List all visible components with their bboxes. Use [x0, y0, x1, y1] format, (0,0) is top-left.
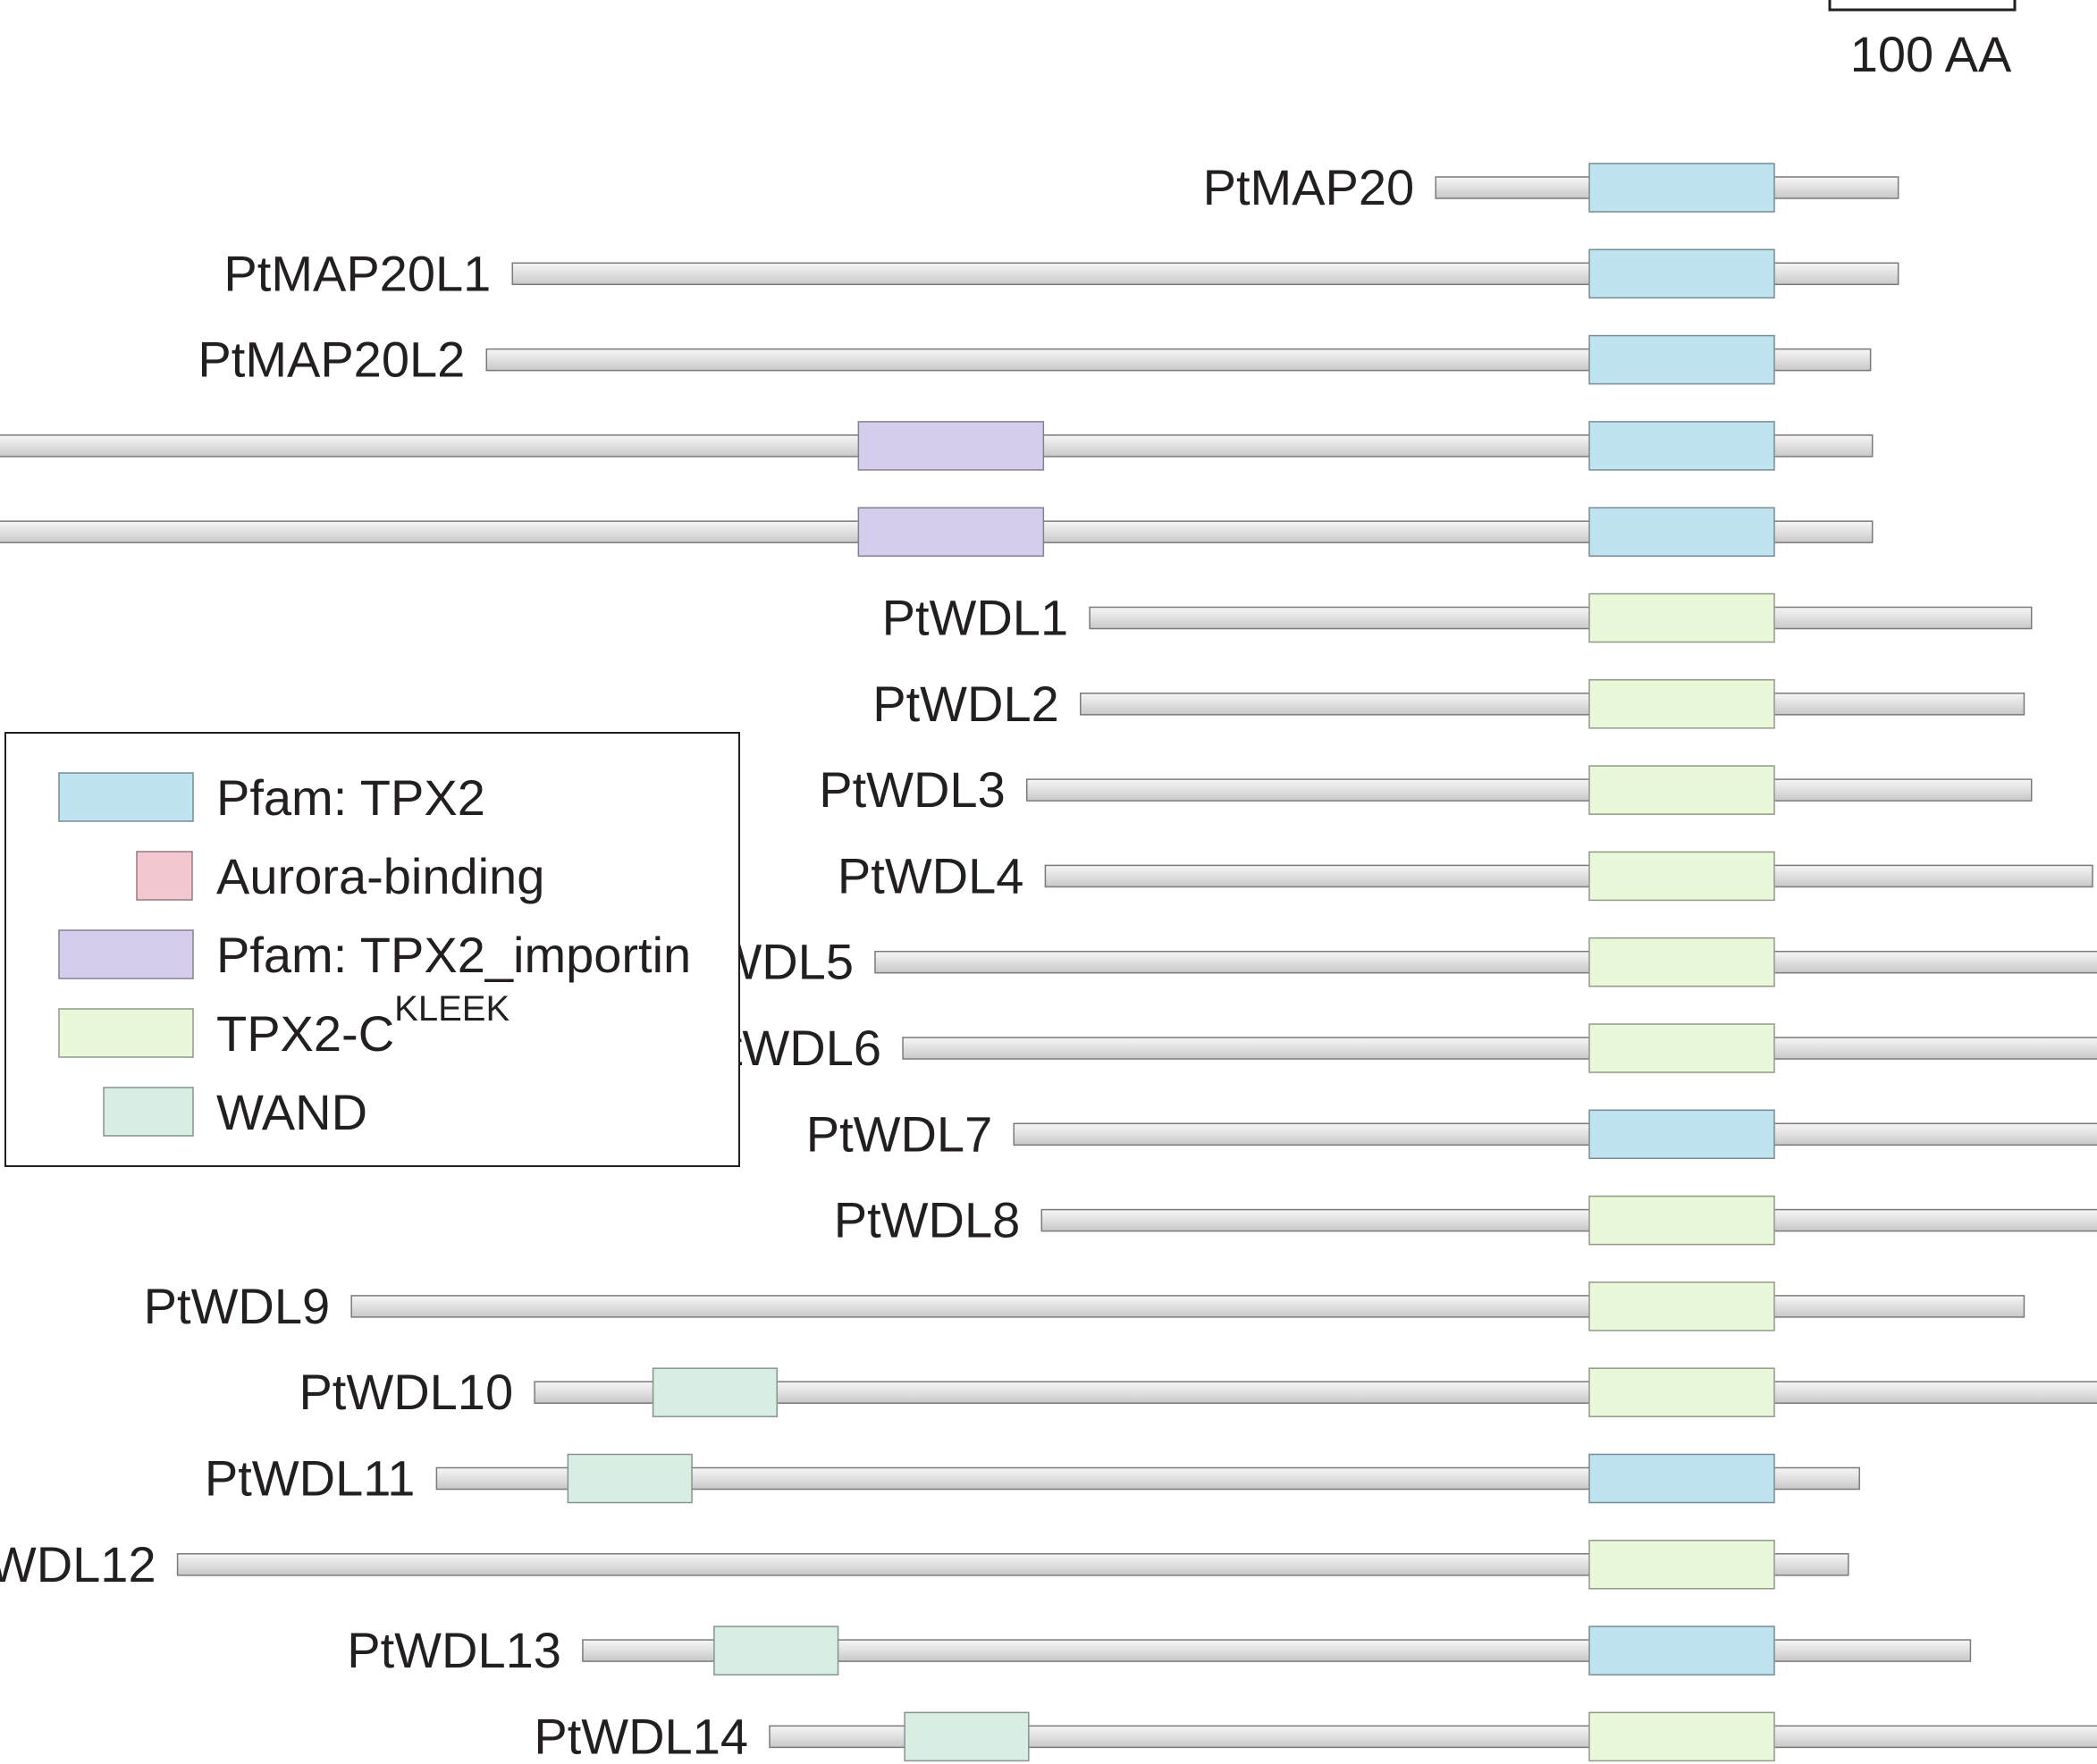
protein-label: PtWDL1 — [882, 590, 1069, 646]
domain-tpx2-c-kleek — [1588, 592, 1775, 643]
legend-item: TPX2-CKLEEK — [58, 989, 510, 1062]
blue-box-icon — [58, 772, 194, 822]
scale-bar: 100 AA — [1828, 0, 2017, 82]
domain-pfam-tpx2 — [1588, 507, 1775, 557]
domain-pfam-tpx2 — [1588, 248, 1775, 299]
green-box-icon — [58, 1008, 194, 1058]
protein-label: PtWDL3 — [819, 761, 1006, 818]
protein-backbone — [1025, 778, 2033, 802]
protein-label: PtWDL13 — [347, 1622, 561, 1678]
protein-label: PtWDL2 — [872, 676, 1059, 732]
protein-row: PtWDL14 — [534, 1708, 2097, 1764]
scale-bar-label: 100 AA — [1850, 26, 2012, 82]
domain-pfam-tpx2-importin — [857, 421, 1045, 471]
protein-row: PtWDL8 — [834, 1192, 2097, 1248]
legend-label-text: TPX2-C — [216, 1005, 394, 1062]
domain-tpx2-c-kleek — [1588, 1367, 1775, 1417]
protein-label: PtWDL14 — [534, 1708, 748, 1764]
protein-backbone — [874, 950, 2097, 974]
protein-label: PtMAP20L1 — [223, 245, 491, 301]
domain-pfam-tpx2 — [1588, 1453, 1775, 1504]
legend-label-text: Aurora-binding — [216, 848, 544, 904]
purple-box-icon — [58, 929, 194, 979]
protein-row: PtWDL1 — [882, 590, 2033, 646]
protein-row: PtWDL3 — [819, 761, 2033, 818]
protein-backbone — [1044, 864, 2093, 888]
domain-pfam-tpx2 — [1588, 1109, 1775, 1160]
protein-backbone — [1080, 693, 2025, 716]
scale-bar-line — [1828, 0, 2017, 12]
protein-label: PtWDL7 — [806, 1105, 993, 1162]
pink-box-icon — [136, 851, 193, 901]
protein-row: PtWDL12 — [0, 1536, 1849, 1592]
domain-tpx2-c-kleek — [1588, 1540, 1775, 1590]
legend-item: Aurora-binding — [136, 848, 544, 904]
domain-wand — [713, 1625, 839, 1676]
protein-row: PtMAP20L2 — [198, 332, 1872, 388]
mint-box-icon — [103, 1087, 194, 1137]
legend-label: Pfam: TPX2_importin — [216, 927, 691, 983]
legend-item: Pfam: TPX2 — [58, 769, 485, 826]
domain-tpx2-c-kleek — [1588, 1023, 1775, 1073]
domain-tpx2-c-kleek — [1588, 1711, 1775, 1762]
protein-label: PtWDL4 — [838, 847, 1024, 903]
protein-label: PtWDL8 — [834, 1192, 1021, 1248]
protein-row: PtTPX2-1 — [0, 421, 1874, 471]
legend-label: TPX2-CKLEEK — [216, 989, 510, 1062]
domain-tpx2-c-kleek — [1588, 1195, 1775, 1246]
protein-label: PtMAP20 — [1203, 159, 1415, 215]
protein-label: PtWDL12 — [0, 1536, 156, 1592]
domain-tpx2-c-kleek — [1588, 679, 1775, 729]
protein-row: PtTPX2-2 — [0, 507, 1874, 557]
protein-backbone — [1013, 1122, 2097, 1147]
protein-row: PtWDL2 — [872, 676, 2025, 732]
legend-label-superscript: KLEEK — [394, 989, 510, 1029]
domain-tpx2-c-kleek — [1588, 851, 1775, 902]
protein-backbone — [902, 1037, 2097, 1060]
protein-label: PtMAP20L2 — [198, 332, 465, 388]
protein-backbone — [176, 1553, 1849, 1576]
domain-wand — [567, 1453, 693, 1504]
protein-row: PtWDL9 — [144, 1278, 2025, 1334]
protein-label: PtWDL9 — [144, 1278, 331, 1334]
protein-row: PtWDL7 — [806, 1105, 2097, 1162]
protein-row: PtWDL5 — [667, 934, 2097, 990]
protein-backbone — [1089, 606, 2033, 630]
protein-row: PtWDL10 — [299, 1364, 2097, 1420]
legend-label-text: Pfam: TPX2 — [216, 769, 485, 826]
legend-label-text: Pfam: TPX2_importin — [216, 927, 691, 983]
legend-label-text: WAND — [216, 1084, 367, 1140]
protein-backbone — [534, 1381, 2097, 1404]
domain-pfam-tpx2 — [1588, 1625, 1775, 1676]
protein-row: PtWDL6 — [695, 1020, 2097, 1076]
protein-row: PtWDL13 — [347, 1622, 1972, 1678]
protein-row: PtMAP20L1 — [223, 245, 1899, 301]
protein-row: PtMAP20 — [1203, 159, 1899, 215]
domain-tpx2-c-kleek — [1588, 937, 1775, 987]
domain-tpx2-c-kleek — [1588, 1281, 1775, 1331]
legend-label: Pfam: TPX2 — [216, 769, 485, 826]
protein-label: PtWDL10 — [299, 1364, 513, 1420]
domain-tpx2-c-kleek — [1588, 765, 1775, 815]
legend-item: Pfam: TPX2_importin — [58, 927, 691, 983]
protein-label: PtWDL11 — [205, 1450, 415, 1507]
domain-wand — [652, 1367, 779, 1417]
domain-pfam-tpx2 — [1588, 421, 1775, 471]
domain-wand — [904, 1711, 1030, 1762]
protein-row: PtWDL4 — [838, 847, 2093, 903]
domain-pfam-tpx2-importin — [857, 507, 1045, 557]
domain-pfam-tpx2 — [1588, 334, 1775, 385]
legend-item: WAND — [103, 1084, 367, 1140]
legend-label: WAND — [216, 1084, 367, 1140]
protein-backbone — [1040, 1208, 2097, 1232]
legend-label: Aurora-binding — [216, 848, 544, 904]
protein-row: PtWDL11 — [205, 1450, 1860, 1507]
domain-pfam-tpx2 — [1588, 163, 1775, 213]
